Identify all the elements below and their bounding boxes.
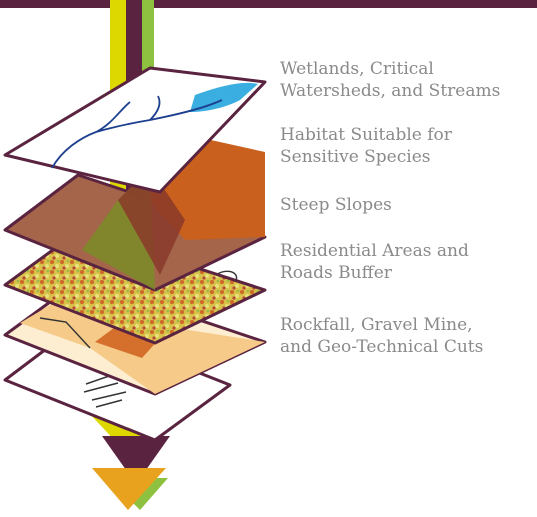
label-residential: Residential Areas and Roads Buffer [280,240,532,284]
label-rockfall: Rockfall, Gravel Mine, and Geo-Technical… [280,314,532,358]
label-rockfall-line-1: Rockfall, Gravel Mine, [280,315,473,335]
arrow-head-orange [92,468,166,510]
label-wetlands: Wetlands, Critical Watersheds, and Strea… [280,58,532,102]
water-body [190,82,258,112]
layer-wetlands [3,66,267,194]
label-steep-slopes-line-1: Steep Slopes [280,195,392,215]
top-banner-bar [0,0,537,8]
label-residential-line-2: Roads Buffer [280,263,392,283]
label-wetlands-line-1: Wetlands, Critical [280,59,434,79]
label-steep-slopes: Steep Slopes [280,194,532,216]
label-rockfall-line-2: and Geo-Technical Cuts [280,337,484,357]
arrow-head-purple [102,436,170,484]
label-residential-line-1: Residential Areas and [280,241,469,261]
rock-cut-lines [83,374,127,408]
label-habitat-line-1: Habitat Suitable for [280,125,452,145]
label-wetlands-line-2: Watersheds, and Streams [280,81,501,101]
label-habitat: Habitat Suitable for Sensitive Species [280,124,532,168]
stream-lines [51,95,223,169]
label-habitat-line-2: Sensitive Species [280,147,431,167]
